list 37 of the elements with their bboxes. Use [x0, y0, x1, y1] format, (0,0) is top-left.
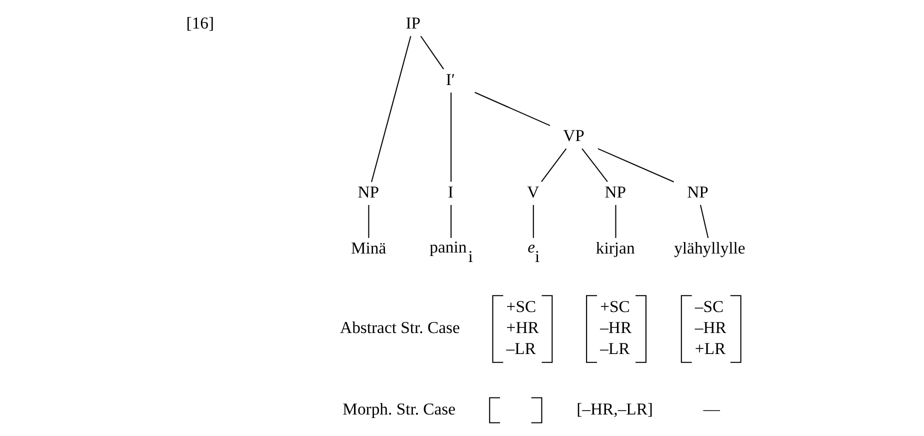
label: [–HR,–LR]	[576, 398, 653, 418]
connector	[598, 148, 674, 182]
node-text: I′	[446, 69, 456, 88]
connector	[700, 204, 709, 238]
label: +LR	[694, 338, 726, 358]
node-text: ylähyllylle	[674, 238, 746, 258]
connector	[532, 204, 534, 238]
label: Morph. Str. Case	[342, 398, 456, 418]
node-text: VP	[563, 126, 584, 145]
node-text: Minä	[350, 238, 386, 258]
connector	[450, 92, 452, 182]
connector	[474, 91, 550, 126]
node-text: NP	[687, 182, 708, 201]
label: +SC	[600, 296, 630, 316]
node-text: I	[448, 182, 454, 201]
connector	[368, 204, 370, 238]
connector	[420, 35, 444, 69]
label: +HR	[506, 317, 539, 336]
node-text: NP	[604, 182, 626, 201]
connector	[371, 35, 412, 182]
label: [16]	[186, 13, 214, 32]
label: –HR	[694, 317, 726, 336]
connector	[582, 148, 608, 182]
label: –LR	[600, 338, 630, 358]
label: –LR	[506, 338, 536, 358]
label: –HR	[600, 317, 632, 336]
node-text: NP	[358, 182, 380, 201]
node-text: kirjan	[596, 238, 635, 258]
label: –SC	[694, 296, 724, 316]
label: Abstract Str. Case	[340, 317, 460, 336]
connector	[615, 204, 616, 238]
connector	[450, 204, 452, 238]
label: +SC	[506, 296, 536, 316]
node-text: V	[527, 182, 540, 201]
label: —	[703, 398, 720, 418]
node-text: IP	[406, 13, 421, 32]
connector	[541, 148, 567, 182]
